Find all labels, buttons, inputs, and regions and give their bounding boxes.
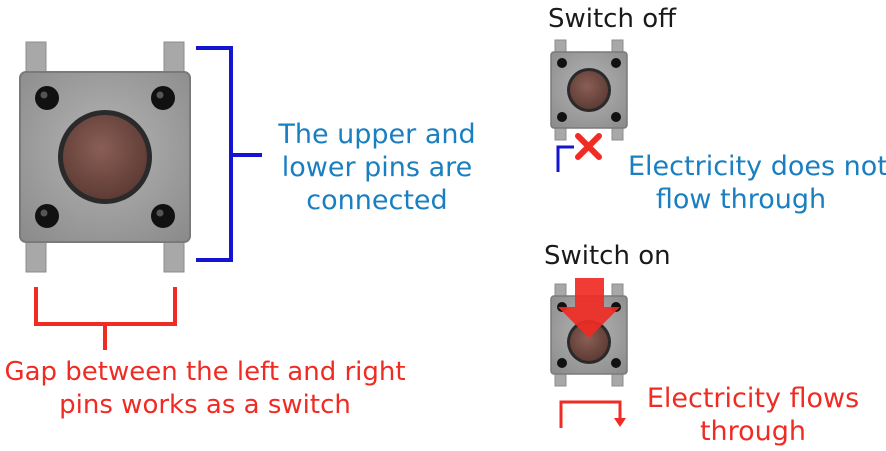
no-flow-line: Electricity does not (628, 151, 886, 182)
connection-bracket (196, 46, 262, 262)
down-arrow-icon (558, 278, 620, 338)
pin-bottom-right (163, 237, 185, 273)
pin-top-right (163, 41, 185, 77)
large-tact-switch (19, 41, 191, 273)
flows-line: Electricity flows (646, 383, 860, 414)
no-flow-line: flow through (655, 184, 827, 215)
gap-line: Gap between the left and right (4, 357, 406, 387)
gap-bracket (34, 287, 177, 350)
corner-dot (35, 204, 59, 228)
corner-dot (151, 86, 175, 110)
switch-off-title: Switch off (548, 4, 677, 34)
x-cross-icon (575, 133, 602, 160)
flows-line: through (699, 416, 807, 447)
corner-dot (35, 86, 59, 110)
pin-top-left (25, 41, 47, 77)
connected-label: The upper and lower pins are connected (272, 118, 482, 217)
gap-label: Gap between the left and right pins work… (0, 356, 410, 422)
flows-label: Electricity flows through (640, 382, 866, 448)
gap-line: pins works as a switch (59, 390, 351, 420)
connected-line: The upper and (278, 119, 476, 150)
flow-arrowhead (614, 418, 626, 427)
no-flow-wire (556, 145, 574, 172)
switch-off-icon (550, 39, 628, 141)
pin-bottom-left (25, 237, 47, 273)
corner-dot (151, 204, 175, 228)
connected-line: lower pins are (281, 152, 473, 183)
switch-on-title: Switch on (544, 241, 671, 271)
flow-wire (559, 400, 622, 428)
connected-line: connected (306, 185, 448, 216)
no-flow-label: Electricity does not flow through (628, 150, 886, 216)
push-button (63, 115, 147, 199)
